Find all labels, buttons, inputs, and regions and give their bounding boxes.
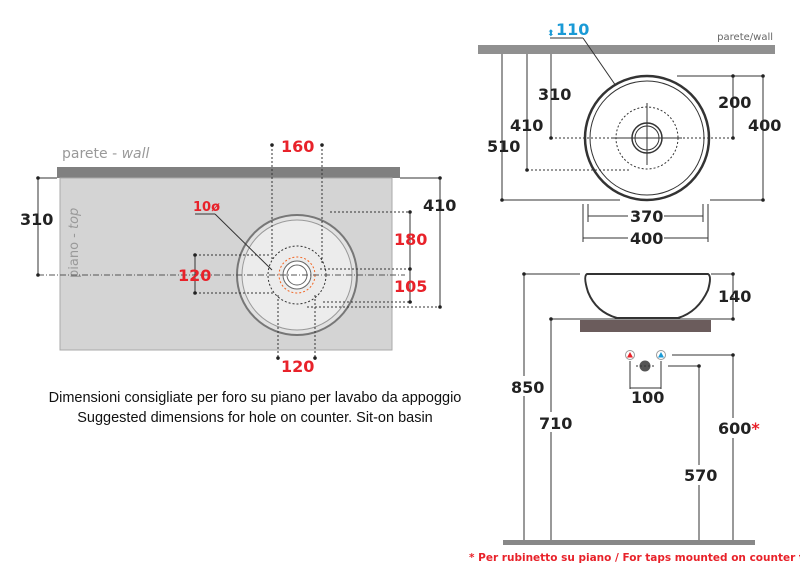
- dim-400-vertical: 400: [748, 116, 781, 135]
- height-arrow-icon: ⬍: [547, 29, 555, 39]
- dim-410: 410: [510, 116, 543, 135]
- dim-400-horizontal: 400: [630, 229, 663, 248]
- dim-105: 105: [394, 277, 427, 296]
- dim-570: 570: [684, 466, 717, 485]
- dim-510: 510: [487, 137, 520, 156]
- dim-600: 600*: [718, 419, 760, 438]
- side-view: 850 710 140 100 600* 570 * Per rubinetto…: [469, 272, 800, 564]
- dim-200: 200: [718, 93, 751, 112]
- dim-310: 310: [538, 85, 571, 104]
- right-top-view: parete/wall ⬍ 110 310 410 510 200 400 37…: [478, 20, 781, 248]
- dim-120-bottom: 120: [281, 357, 314, 376]
- dim-850: 850: [511, 378, 544, 397]
- wall-bar: [478, 45, 775, 54]
- caption-english: Suggested dimensions for hole on counter…: [77, 410, 432, 426]
- footnote: * Per rubinetto su piano / For taps moun…: [469, 552, 800, 564]
- dim-110: 110: [556, 20, 589, 39]
- dim-180: 180: [394, 230, 427, 249]
- left-top-view: parete - wall piano - top 310 410 180 10…: [20, 137, 456, 376]
- top-label: piano - top: [67, 208, 82, 278]
- dim-120-left: 120: [178, 266, 211, 285]
- basin-profile: [584, 273, 711, 319]
- counter-slab: [580, 320, 711, 332]
- wall-bar: [57, 167, 400, 178]
- dim-370: 370: [630, 207, 663, 226]
- dim-310: 310: [20, 210, 53, 229]
- wall-label: parete/wall: [717, 32, 773, 43]
- dim-140: 140: [718, 287, 751, 306]
- hole-diameter-label: 10ø: [193, 200, 220, 215]
- wall-label: parete - wall: [62, 146, 150, 162]
- dim-100: 100: [631, 388, 664, 407]
- dim-710: 710: [539, 414, 572, 433]
- caption-italian: Dimensioni consigliate per foro su piano…: [49, 390, 462, 406]
- floor: [503, 540, 755, 545]
- dim-160: 160: [281, 137, 314, 156]
- dim-410: 410: [423, 196, 456, 215]
